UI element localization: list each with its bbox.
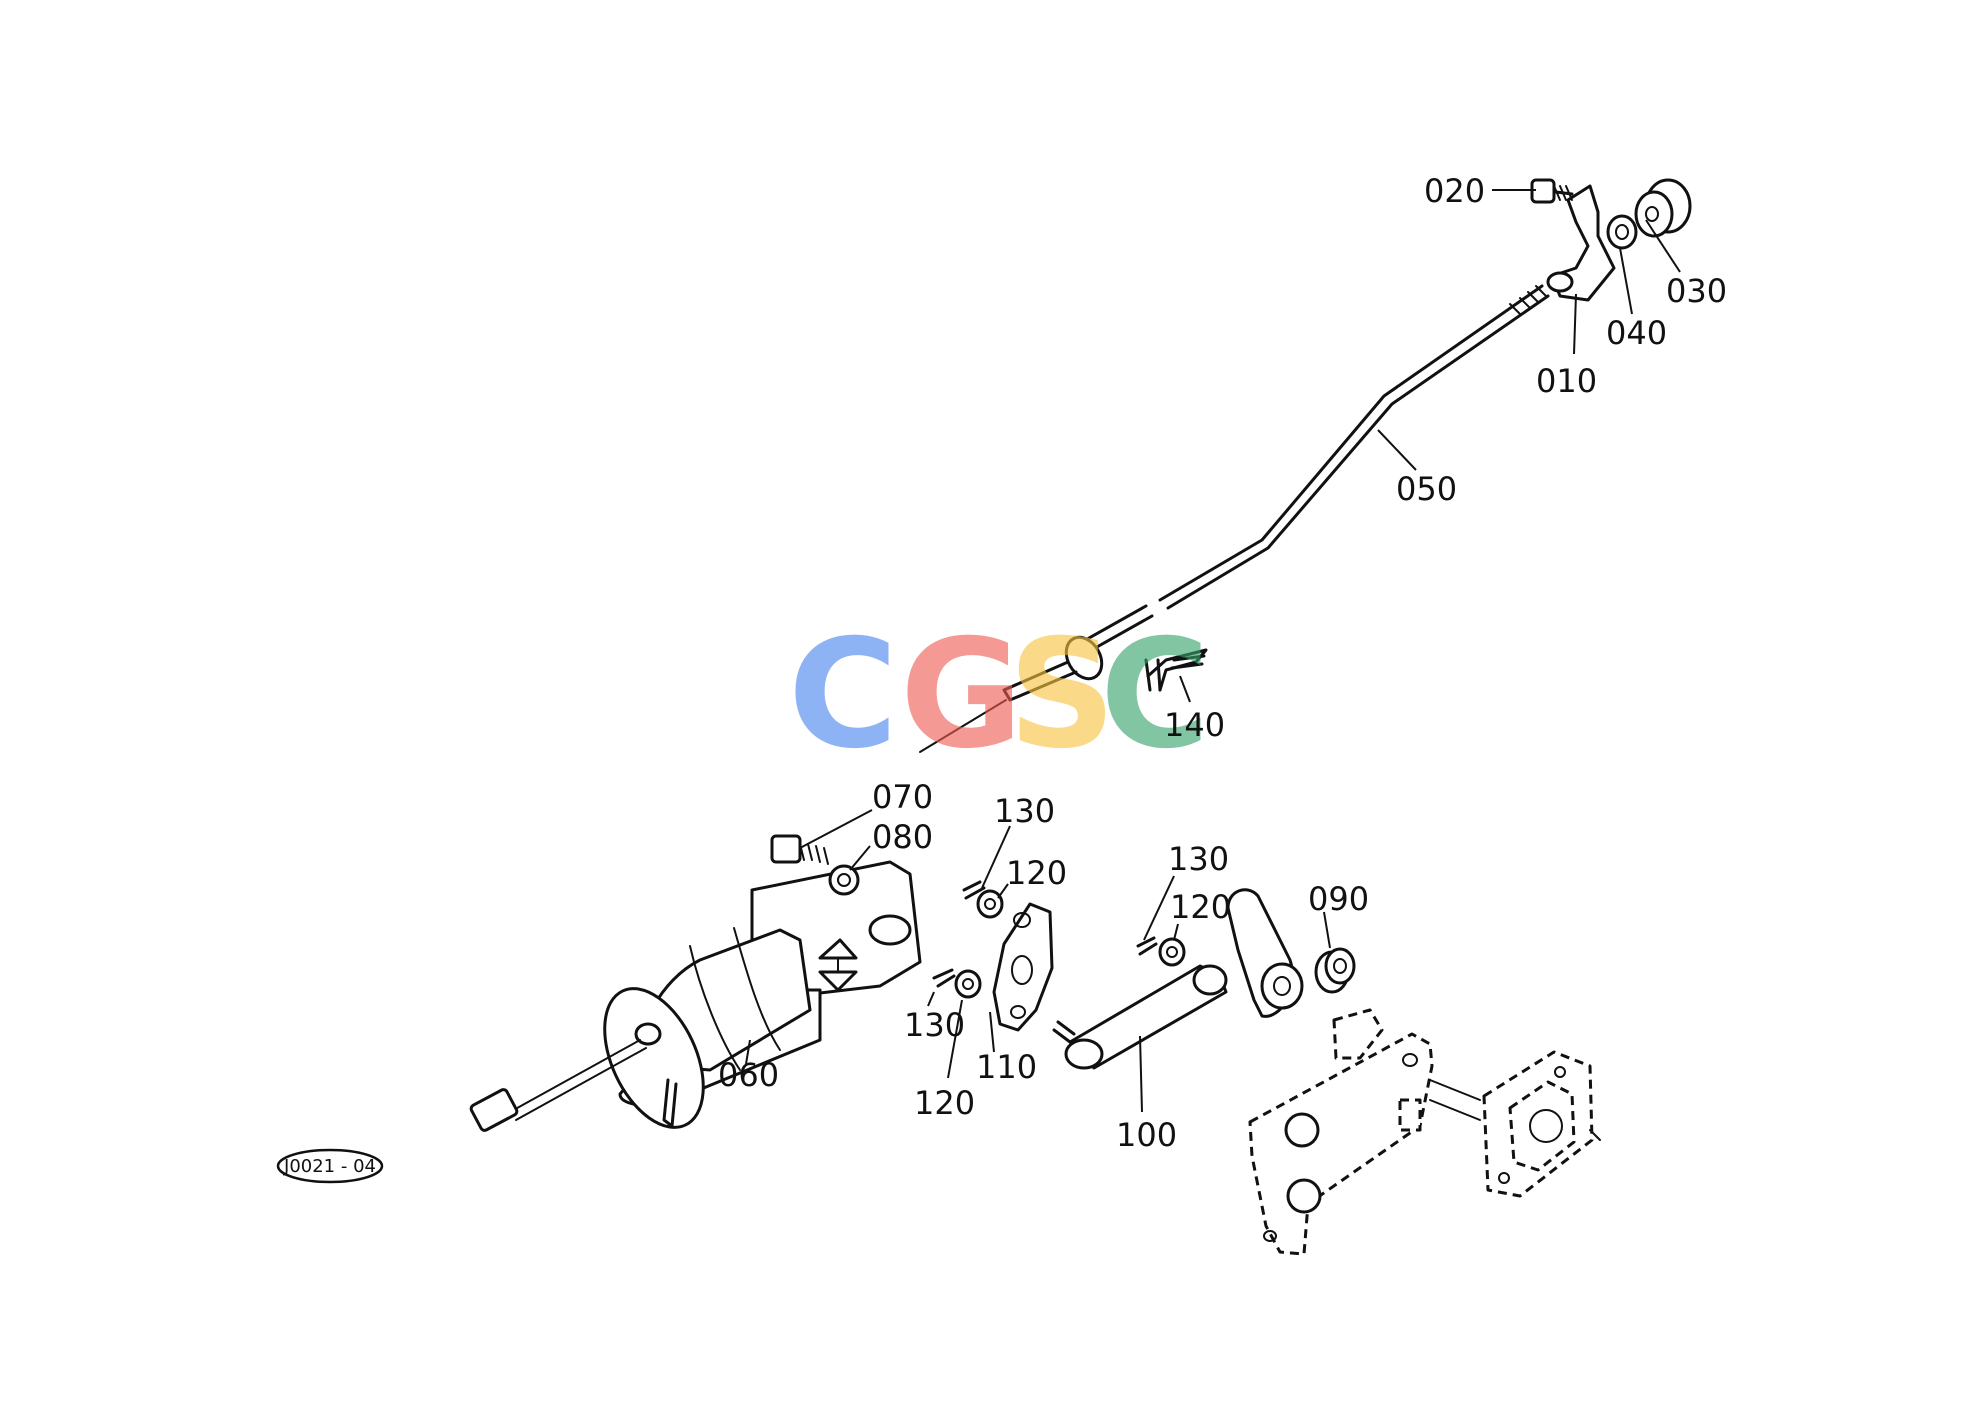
leader-lines	[745, 189, 1681, 1113]
washer-120-c	[1158, 937, 1186, 967]
label-120-a: 120	[1006, 854, 1067, 892]
figure-reference-text: J0021 - 04	[283, 1156, 376, 1177]
label-100: 100	[1116, 1116, 1177, 1154]
label-050: 050	[1396, 470, 1457, 508]
watermark-letter-3: S	[1008, 608, 1116, 782]
label-130-a: 130	[994, 792, 1055, 830]
label-120-b: 120	[1170, 888, 1231, 926]
label-140: 140	[1164, 706, 1225, 744]
link-100	[1052, 964, 1228, 1070]
clip-140	[1144, 648, 1208, 692]
label-040: 040	[1606, 314, 1667, 352]
solenoid-060	[469, 860, 922, 1132]
nut-040	[1606, 214, 1638, 250]
watermark-letter-1: C	[788, 608, 898, 782]
label-030: 030	[1666, 272, 1727, 310]
watermark-letter-2: G	[900, 608, 1023, 782]
watermark-letter-4: C	[1100, 608, 1210, 782]
label-110: 110	[976, 1048, 1037, 1086]
bracket-010	[1546, 184, 1616, 302]
washer-120-b	[954, 969, 982, 999]
label-130-c: 130	[904, 1006, 965, 1044]
label-080: 080	[872, 818, 933, 856]
part-labels: 020 030 040 010 050 140 070 080 130 120 …	[718, 172, 1727, 1154]
arm-lever	[1226, 888, 1304, 1018]
label-130-b: 130	[1168, 840, 1229, 878]
label-010: 010	[1536, 362, 1597, 400]
cap-030	[1634, 178, 1692, 238]
figure-reference: J0021 - 04	[276, 1148, 384, 1184]
label-070: 070	[872, 778, 933, 816]
spring-090	[1314, 947, 1356, 994]
label-120-c: 120	[914, 1084, 975, 1122]
pin-130-c	[1136, 936, 1158, 956]
label-060: 060	[718, 1056, 779, 1094]
pin-130-a	[962, 880, 986, 900]
cover-plate	[1482, 1050, 1601, 1198]
washer-120-a	[976, 889, 1004, 919]
bolt-070	[770, 809, 873, 865]
label-090: 090	[1308, 880, 1369, 918]
pin-130-b	[932, 968, 956, 988]
rod-050	[919, 284, 1550, 753]
lever-110	[992, 902, 1054, 1032]
governor-plate	[1248, 1008, 1481, 1256]
watermark: C G S C	[788, 608, 1210, 782]
washer-080	[828, 864, 860, 896]
label-020: 020	[1424, 172, 1485, 210]
bolt-020	[1530, 178, 1574, 204]
